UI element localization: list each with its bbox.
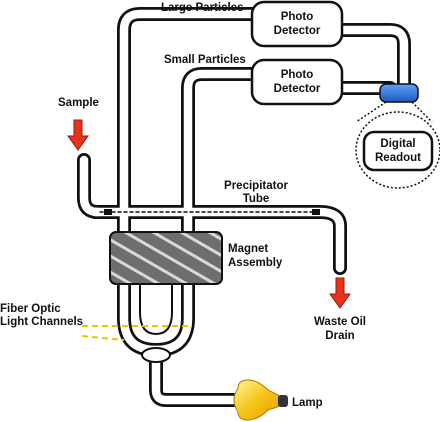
magnet-assembly	[109, 231, 223, 285]
waste-oil-label-line2: Drain	[325, 330, 355, 342]
waste-oil-label-line1: Waste Oil	[314, 316, 366, 328]
sample-label: Sample	[58, 97, 99, 109]
small-particles-label: Small Particles	[164, 54, 246, 66]
digital-readout-line2: Readout	[375, 152, 421, 164]
photo-detector-top-box	[250, 0, 344, 48]
precipitator-label-line2: Tube	[242, 193, 270, 205]
digital-readout-line1: Digital	[380, 138, 416, 150]
photo-detector-bottom-line1: Photo	[280, 69, 314, 81]
magnet-label-line1: Magnet	[228, 243, 269, 255]
photo-detector-top-line1: Photo	[280, 11, 314, 23]
tube-system	[77, 7, 411, 407]
detector-cable	[333, 23, 411, 91]
precipitator-label-line1: Precipitator	[224, 180, 288, 192]
large-particles-label: Large Particles	[161, 2, 244, 14]
sensor-icon	[379, 83, 419, 103]
down-arrow-icon	[329, 277, 351, 309]
light-bulb-icon	[233, 379, 288, 421]
photo-detector-bottom-line2: Detector	[273, 83, 321, 95]
fiber-optic-dashes	[81, 325, 188, 341]
readout-zoom-lines	[355, 101, 433, 123]
photo-detector-bottom-box	[250, 58, 344, 106]
down-arrow-icon	[67, 119, 89, 151]
magnet-label-line2: Assembly	[228, 257, 283, 269]
tube-junction	[141, 347, 171, 363]
fiber-optic-label-line2: Light Channels	[0, 316, 84, 328]
photo-detector-top-line2: Detector	[273, 25, 321, 37]
lamp-label: Lamp	[292, 397, 323, 409]
digital-readout-box	[362, 130, 434, 172]
fiber-optic-label-line1: Fiber Optic	[0, 303, 61, 315]
